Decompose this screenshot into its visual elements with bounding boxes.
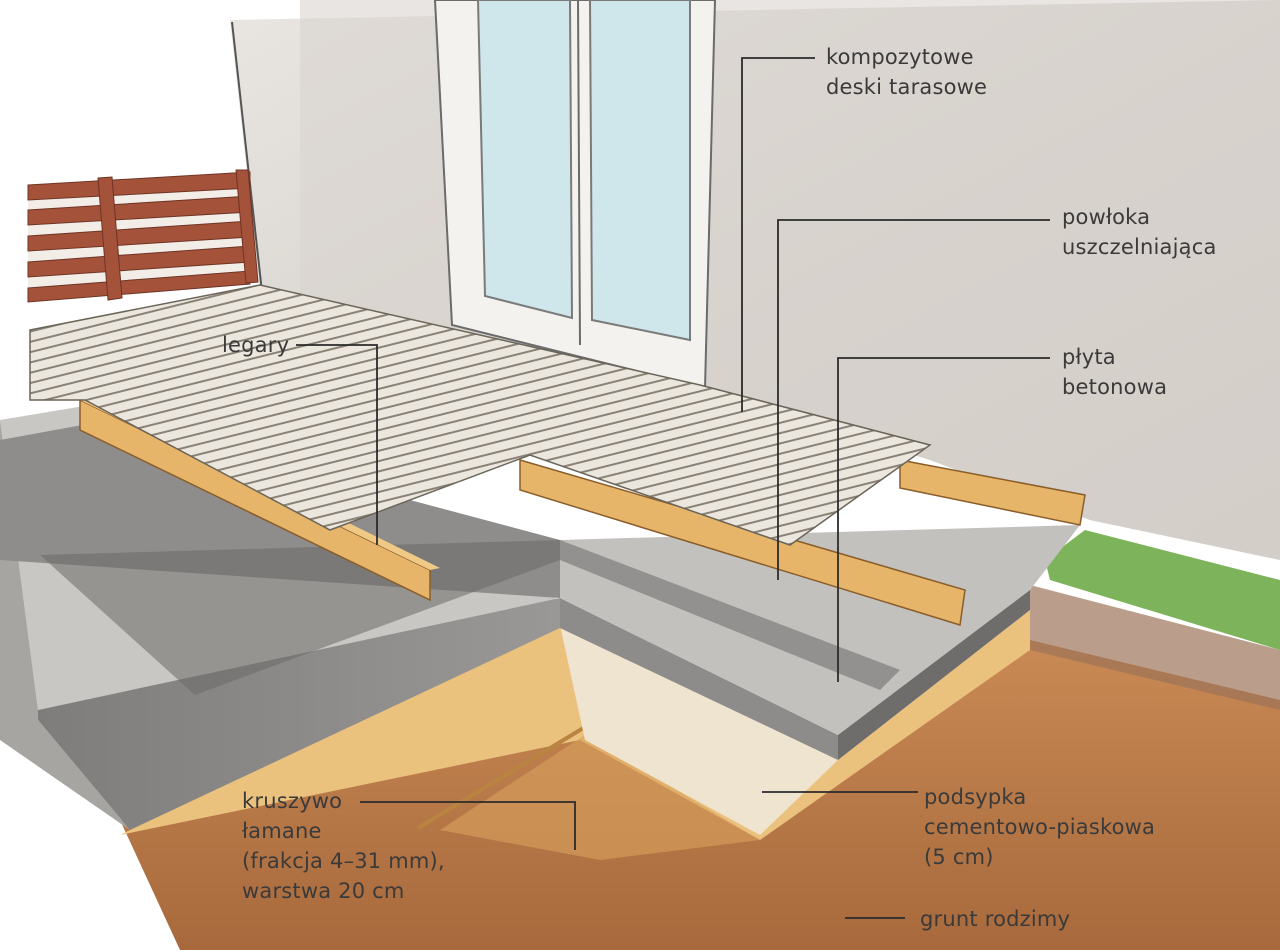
native-soil <box>120 640 1280 950</box>
leader-kruszywo <box>360 801 576 850</box>
label-concrete-slab: płyta betonowa <box>1062 345 1168 399</box>
label-crushed-aggregate: kruszywo łamane (frakcja 4–31 mm), warst… <box>242 789 445 903</box>
sealing-coating <box>40 540 900 695</box>
terrace-door <box>433 0 717 390</box>
leader-kompozytowe <box>741 57 815 412</box>
label-composite-boards: kompozytowe deski tarasowe <box>826 45 988 99</box>
leader-legary <box>296 344 378 545</box>
grass-strip <box>1030 530 1280 710</box>
cement-sand-bed <box>560 625 838 835</box>
leader-powloka <box>777 219 1050 580</box>
label-cement-sand-bed: podsypka cementowo-piaskowa (5 cm) <box>924 785 1156 869</box>
label-native-soil: grunt rodzimy <box>920 907 1071 931</box>
leader-lines <box>296 57 1050 919</box>
composite-deck-boards <box>29 284 932 546</box>
leader-plyta <box>837 357 1050 682</box>
label-sealing-coating: powłoka uszczelniająca <box>1062 205 1217 259</box>
label-joists: legary <box>222 333 290 357</box>
wooden-fence <box>27 169 259 303</box>
